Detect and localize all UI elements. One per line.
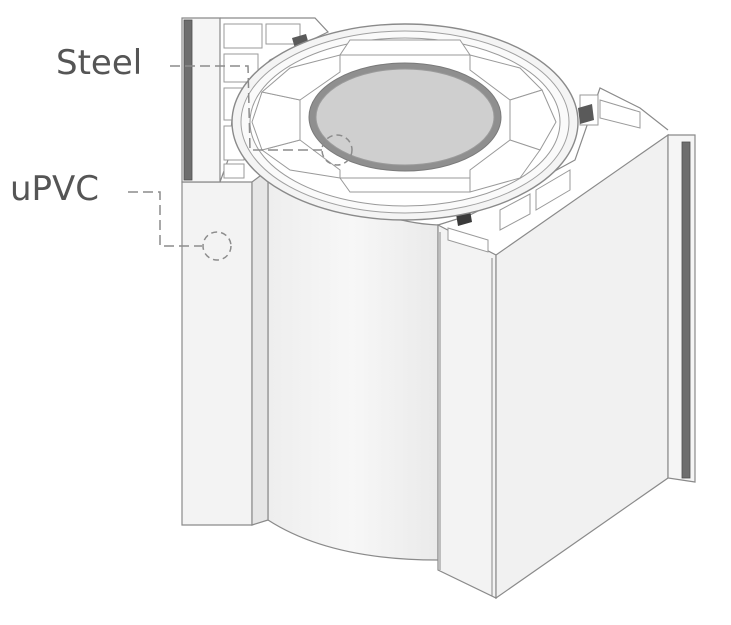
- upvc-callout-circle: [202, 231, 232, 261]
- steel-core: [315, 68, 495, 166]
- right-gasket: [681, 141, 691, 479]
- steel-callout-circle: [321, 134, 353, 166]
- upvc-label: uPVC: [10, 169, 99, 209]
- steel-callout: [170, 65, 353, 166]
- right-frame-wing: [437, 87, 696, 600]
- upvc-callout: [128, 191, 232, 261]
- cylinder-top: [231, 23, 579, 221]
- left-gasket: [183, 19, 193, 181]
- inner-chambers: [251, 39, 557, 193]
- steel-label: Steel: [56, 43, 142, 83]
